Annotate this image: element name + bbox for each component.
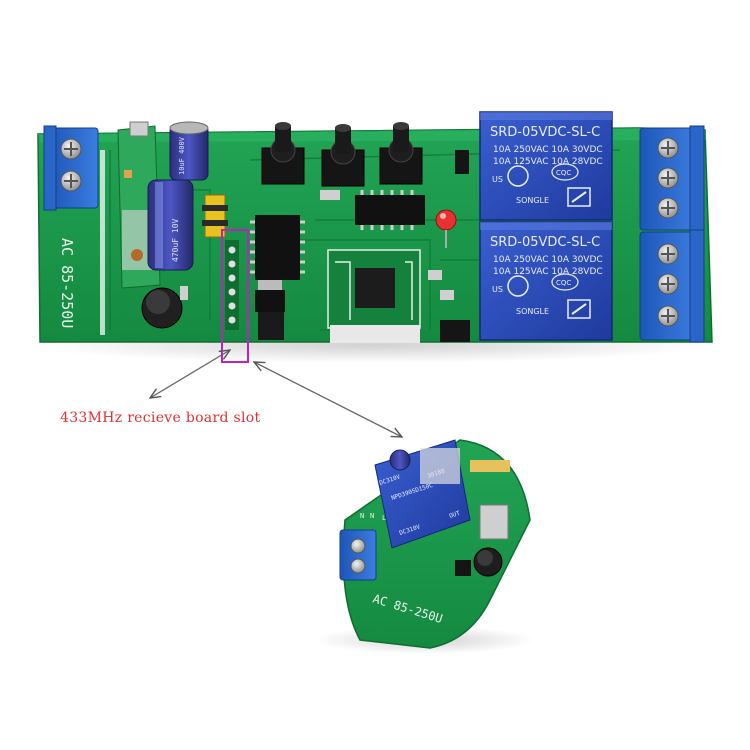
songle-logo-icon: [567, 299, 591, 319]
push-button-3: [379, 122, 423, 185]
ic-chip-2: [355, 190, 425, 230]
board-voltage-label: AC 85-250U: [58, 238, 76, 328]
diode: [440, 320, 470, 342]
inset-crystal: [479, 504, 509, 540]
ic-chip-1: [250, 215, 305, 280]
relay-model-label: SRD-05VDC-SL-C: [490, 125, 600, 140]
power-supply-module: [117, 121, 161, 289]
slot-highlight-box: [221, 229, 249, 363]
electrolytic-capacitor-lying: 470uF 10V: [147, 179, 194, 271]
relay-rating-line-2: 10A 125VAC 10A 28VDC: [493, 157, 603, 167]
voltage-regulator: [255, 280, 285, 340]
push-button-1: [261, 122, 305, 185]
screw-icon: [350, 538, 366, 554]
right-terminal-block-1: [639, 125, 705, 233]
arrow-to-inset: [254, 362, 402, 437]
relay-1: SRD-05VDC-SL-C 10A 250VAC 10A 30VDC 10A …: [479, 111, 613, 221]
receiver-slot-callout-label: 433MHz recieve board slot: [60, 410, 261, 426]
relay-cqc-label: CQC: [556, 169, 571, 177]
relay-model-label: SRD-05VDC-SL-C: [490, 235, 600, 250]
inset-power-module: DC310V NPD390SD150C 30180 DC310V OUT: [374, 439, 471, 549]
songle-logo-icon: [567, 187, 591, 207]
right-terminal-block-2: [639, 229, 705, 343]
inset-terminal-block: [339, 529, 377, 581]
relay-cqc-label: CQC: [556, 279, 571, 287]
electrolytic-capacitor-top: 10uF 400V: [169, 121, 209, 181]
screw-icon: [350, 558, 366, 574]
relay-rating-line-1: 10A 250VAC 10A 30VDC: [493, 255, 603, 265]
ul-logo-icon: [507, 275, 529, 297]
relay-brand-label: SONGLE: [516, 196, 549, 205]
inset-ic: [455, 560, 471, 576]
callout-arrows: [150, 350, 402, 437]
inset-pin-label: N: [360, 512, 364, 520]
arrow-to-slot: [150, 350, 230, 398]
relay-2: SRD-05VDC-SL-C 10A 250VAC 10A 30VDC 10A …: [479, 221, 613, 341]
cqc-logo-icon: [551, 273, 579, 291]
inductor: [202, 194, 228, 238]
relay-ul-label: US: [492, 285, 503, 294]
inset-module-label: OUT: [448, 510, 461, 520]
left-terminal-block: [43, 125, 99, 211]
inset-pin-label: L: [382, 514, 386, 522]
ul-logo-icon: [507, 165, 529, 187]
smd-component: [320, 190, 340, 200]
capacitor-small-label: 10uF 400V: [178, 136, 186, 175]
inset-smd-strip: [470, 460, 510, 472]
receiver-header-pins: [225, 240, 239, 330]
small-black-capacitor: [141, 286, 188, 329]
capacitor-label: 470uF 10V: [171, 218, 180, 262]
push-button-2: [321, 124, 365, 187]
wireless-module: [327, 249, 421, 343]
smd-component: [440, 290, 454, 300]
inset-pin-label: N: [370, 512, 374, 520]
transistor: [455, 150, 469, 174]
main-pcb-board: AC 85-250U 10uF 400V 470uF 10V: [30, 111, 713, 363]
red-led: [435, 209, 457, 248]
cqc-logo-icon: [551, 163, 579, 181]
inset-receiver-board: AC 85-250U N N L L DC310V NPD390SD150C 3…: [315, 439, 535, 654]
relay-rating-line-2: 10A 125VAC 10A 28VDC: [493, 267, 603, 277]
relay-ul-label: US: [492, 175, 503, 184]
relay-brand-label: SONGLE: [516, 307, 549, 316]
relay-rating-line-1: 10A 250VAC 10A 30VDC: [493, 145, 603, 155]
smd-component: [428, 270, 442, 280]
